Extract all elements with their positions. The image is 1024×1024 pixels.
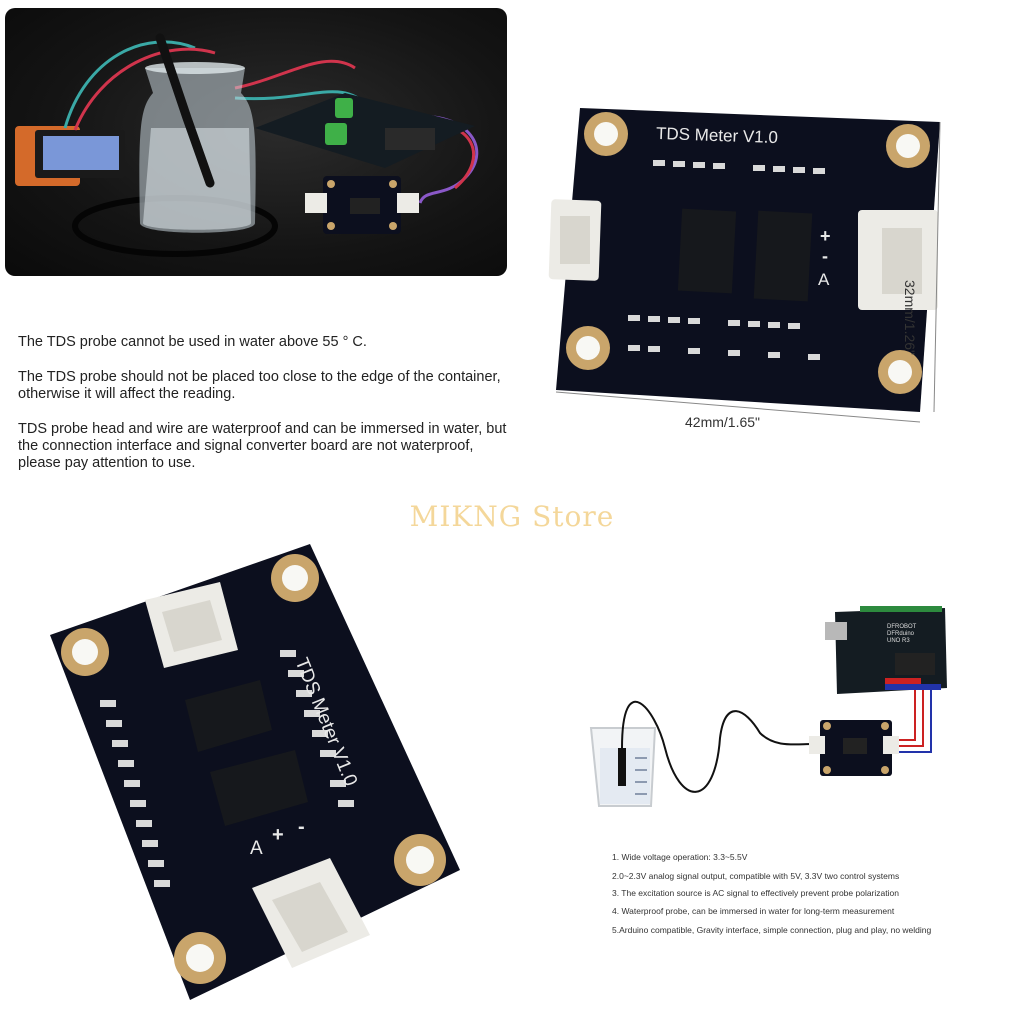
board-top-view: TDS Meter V1.0 + - A <box>548 100 968 430</box>
pin-a-label: A <box>818 270 830 289</box>
store-watermark: MIKNG Store <box>409 500 615 533</box>
board-top-illustration <box>548 108 941 423</box>
pin-plus-label: + <box>820 226 831 246</box>
product-photo <box>5 8 507 276</box>
pin-minus-label: - <box>822 246 828 266</box>
note-temperature: The TDS probe cannot be used in water ab… <box>18 334 367 350</box>
wiring-diagram: DFROBOT DFRduino UNO R3 <box>585 598 955 810</box>
note-placement: The TDS probe should not be placed too c… <box>18 369 501 402</box>
board-height-label: 32mm/1.26" <box>902 280 918 356</box>
board-angled-illustration <box>50 544 460 1000</box>
pin-minus-label-angled: - <box>298 816 305 838</box>
product-photo-illustration <box>15 33 479 257</box>
arduino-sub: UNO R3 <box>887 638 910 644</box>
feature-3: 3. The excitation source is AC signal to… <box>612 888 899 898</box>
note-waterproof: TDS probe head and wire are waterproof a… <box>18 421 507 471</box>
wiring-illustration <box>589 606 947 807</box>
pin-plus-label-angled: + <box>272 824 284 846</box>
board-angled-view: TDS Meter V1.0 + - A <box>40 540 480 1010</box>
board-title: TDS Meter V1.0 <box>655 123 779 148</box>
feature-5: 5.Arduino compatible, Gravity interface,… <box>612 925 932 935</box>
board-width-label: 42mm/1.65" <box>685 414 761 430</box>
pin-a-label-angled: A <box>250 838 263 859</box>
feature-2: 2.0~2.3V analog signal output, compatibl… <box>612 871 900 881</box>
feature-1: 1. Wide voltage operation: 3.3~5.5V <box>612 852 748 862</box>
arduino-brand: DFROBOT <box>887 624 917 630</box>
feature-4: 4. Waterproof probe, can be immersed in … <box>612 906 895 916</box>
arduino-model: DFRduino <box>887 631 915 637</box>
arduino-label: DFROBOT DFRduino UNO R3 <box>887 624 916 645</box>
